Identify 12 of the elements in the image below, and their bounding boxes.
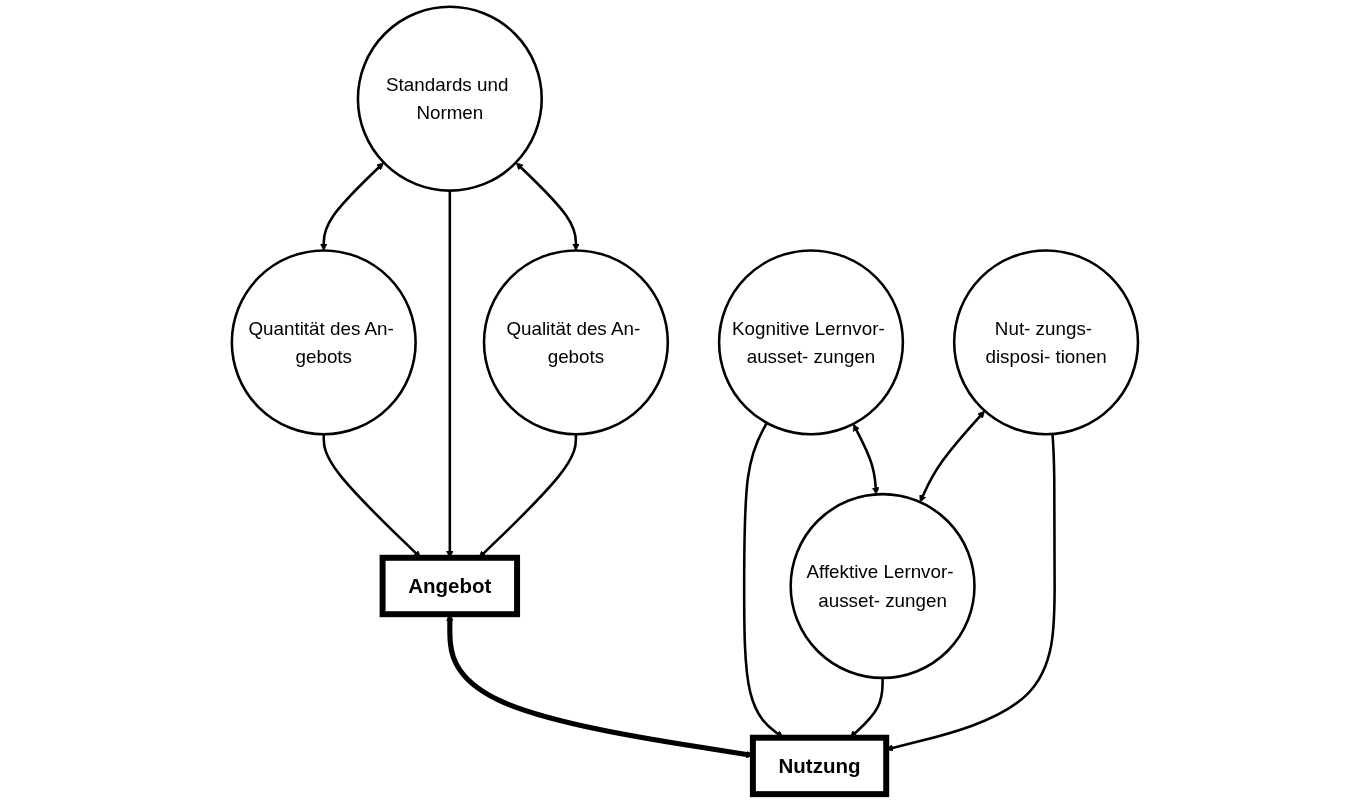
arrow: [919, 410, 985, 503]
node-circle: Qualität des An- gebots: [482, 249, 670, 436]
node-circle: Kognitive Lernvor- ausset- zungen: [717, 249, 905, 436]
node-box: Angebot: [379, 554, 521, 618]
node-circle: Nut- zungs- disposi- tionen: [953, 249, 1140, 436]
node-circle: Quantität des An- gebots: [230, 249, 417, 436]
arrow: [320, 162, 384, 251]
arrow: [853, 423, 880, 495]
node-circle: Affektive Lernvor- ausset- zungen: [789, 492, 976, 680]
node-box: Nutzung: [750, 734, 890, 798]
arrow: [515, 162, 580, 251]
node-circle: Standards und Normen: [356, 5, 544, 192]
